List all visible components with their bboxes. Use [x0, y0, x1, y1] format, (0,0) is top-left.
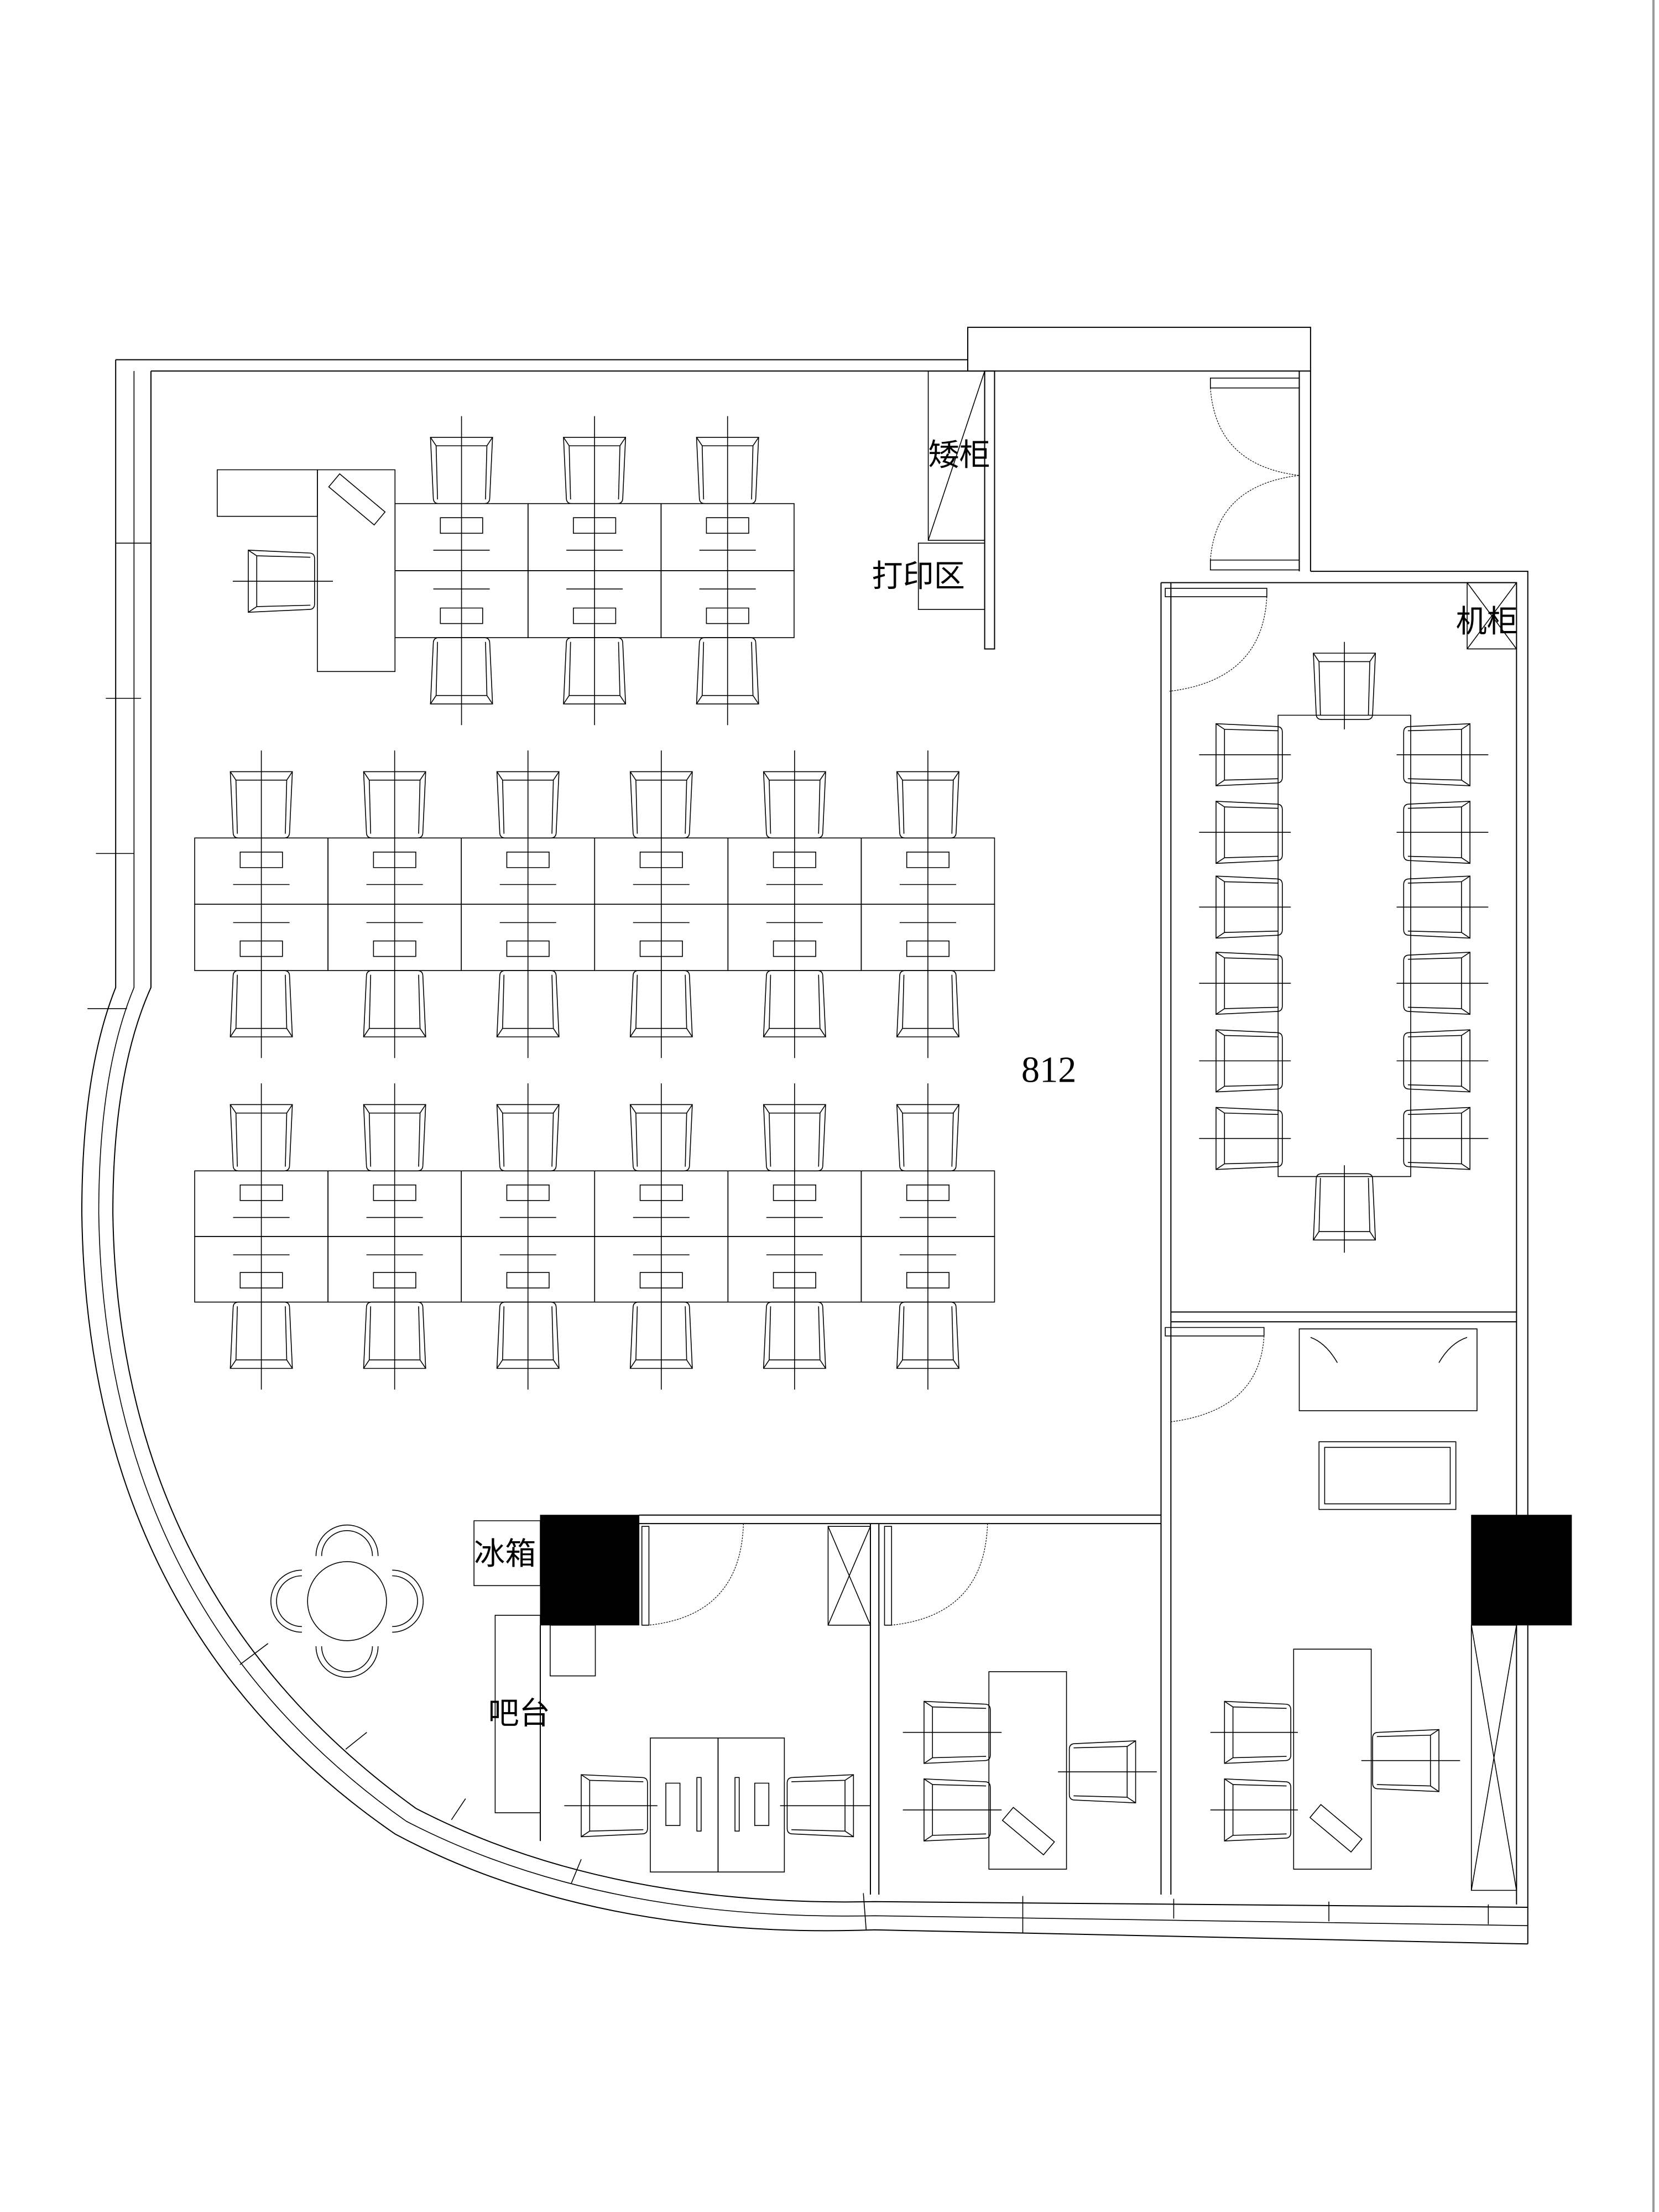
- monitor: [755, 1783, 769, 1825]
- structural-column: [1472, 1515, 1572, 1625]
- structural-column: [540, 1515, 639, 1625]
- print-area: 打印区: [872, 543, 985, 609]
- office-desk: [989, 1672, 1066, 1869]
- fridge-label: 冰箱: [474, 1536, 536, 1572]
- laptop: [329, 474, 385, 525]
- furniture: [195, 416, 1488, 1872]
- doors[interactable]: [642, 378, 1300, 1625]
- bar-counter-label: 吧台: [488, 1695, 550, 1731]
- monitor: [666, 1783, 680, 1825]
- sofa: [1299, 1329, 1477, 1411]
- office-desk: [650, 1738, 718, 1872]
- interior-walls: [540, 371, 1516, 1895]
- sofa-cushion: [1311, 1337, 1467, 1363]
- low-cabinet: 矮柜: [928, 371, 990, 540]
- keyboard: [735, 1777, 739, 1831]
- shaft-box: [828, 1526, 870, 1625]
- print-area-label: 打印区: [872, 559, 965, 594]
- round-chair: [271, 1570, 302, 1632]
- round-chair: [316, 1525, 378, 1556]
- round-table: [307, 1562, 387, 1641]
- round-chair: [316, 1646, 378, 1677]
- credenza: [217, 469, 317, 516]
- shaft-box: [1472, 1625, 1517, 1891]
- server-cabinet: 机柜: [1456, 583, 1518, 649]
- exterior-walls: [82, 327, 1528, 1944]
- meeting-table: [1278, 715, 1411, 1176]
- coffee-table: [1319, 1442, 1455, 1509]
- low-cabinet-label: 矮柜: [928, 437, 990, 473]
- manager-desk: [317, 469, 395, 671]
- page-edge-scrollbar: [1652, 0, 1655, 2212]
- keyboard: [697, 1777, 701, 1831]
- office-desk: [1293, 1649, 1371, 1869]
- round-chair: [392, 1570, 423, 1632]
- office-desk: [718, 1738, 784, 1872]
- server-cabinet-label: 机柜: [1456, 604, 1518, 640]
- bar-counter: 吧台: [488, 1615, 596, 1813]
- coffee-table-top: [1324, 1447, 1450, 1504]
- room-number: 812: [1021, 1050, 1076, 1091]
- fridge: 冰箱: [474, 1521, 540, 1585]
- laptop: [1310, 1804, 1362, 1852]
- laptop: [1003, 1807, 1055, 1855]
